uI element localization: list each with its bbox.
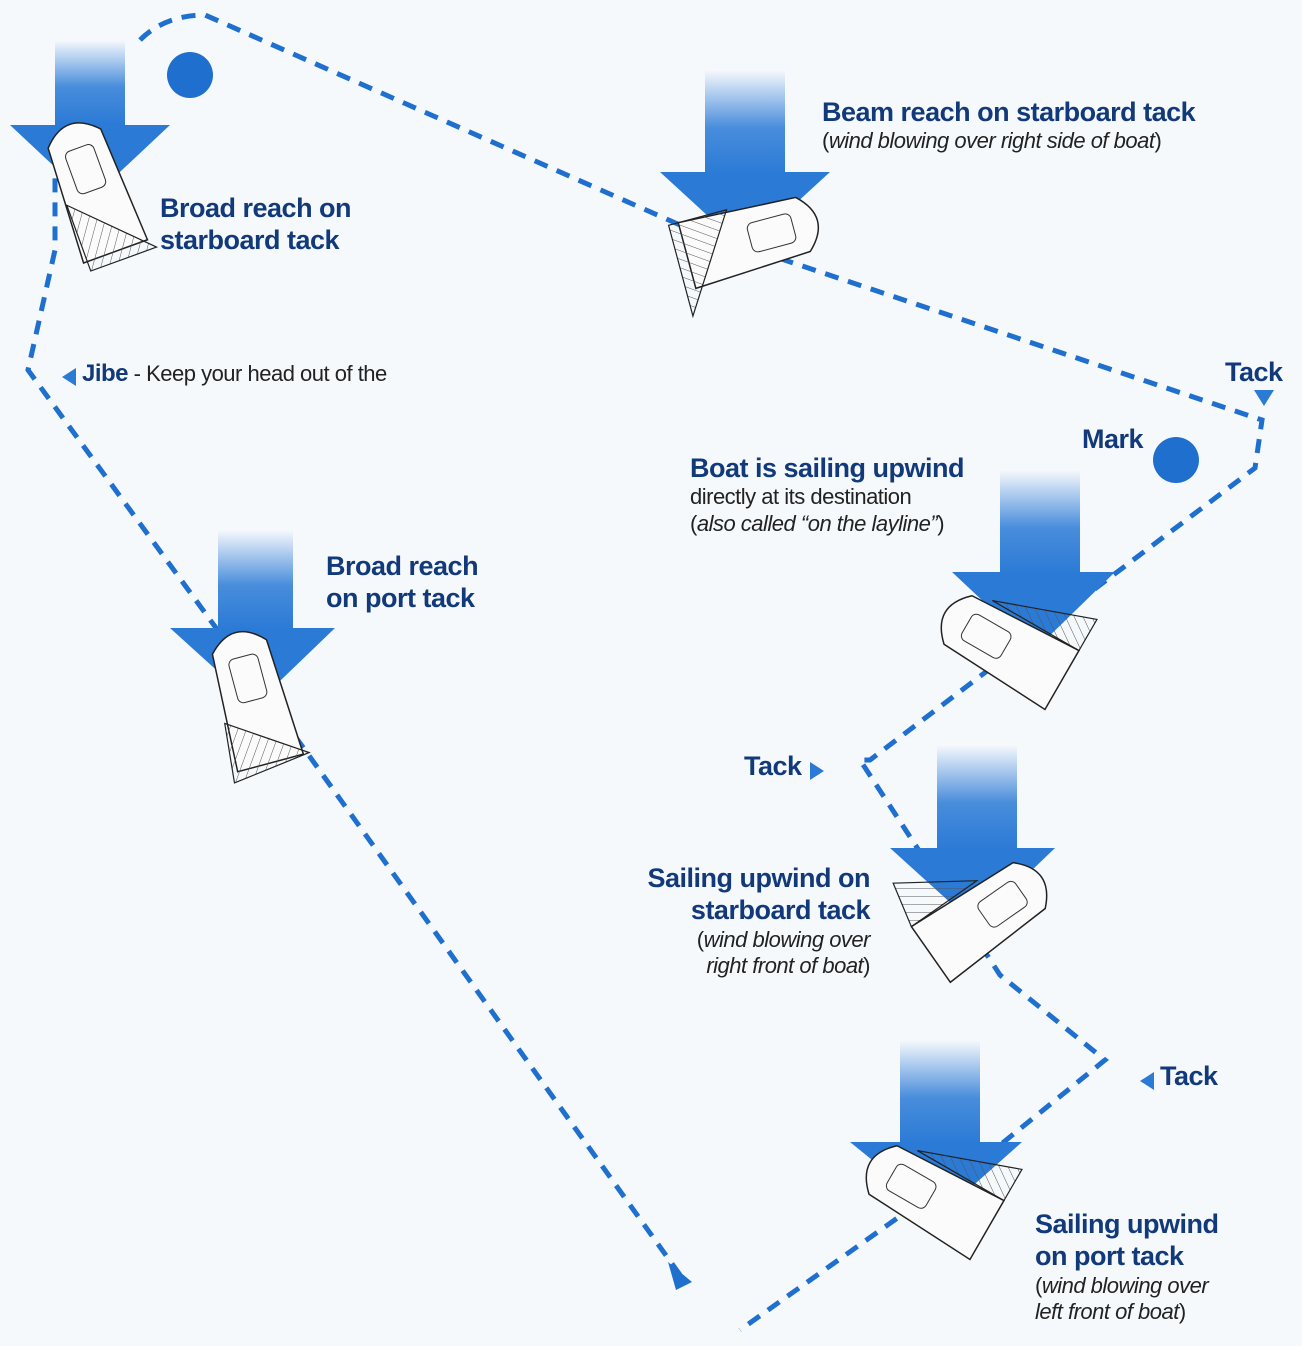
mark-buoy-icon [1153,437,1199,483]
upwind-starboard-label: Sailing upwind on starboard tack (wind b… [647,863,871,979]
mark-label: Mark [1082,424,1144,454]
sailboat-icon [892,861,1048,984]
beam-reach-starboard-label: Beam reach on starboard tack (wind blowi… [822,97,1196,154]
direction-triangle-icon [809,761,824,780]
tack-top-right-label: Tack [1225,356,1283,408]
tack-middle-label: Tack [744,750,824,782]
course-end-arrow [668,1262,692,1290]
direction-triangle-icon [62,367,76,386]
jibe-label: Jibe - Keep your head out of the [62,360,387,389]
direction-triangle-icon [1253,390,1274,407]
broad-reach-starboard-label: Broad reach on starboard tack [160,193,352,256]
sailboat-icon [865,1144,1023,1261]
upwind-port-label: Sailing upwind on port tack (wind blowin… [1035,1209,1219,1325]
direction-triangle-icon [1140,1071,1154,1090]
sailboat-icon [211,631,311,784]
upwind-layline-label: Boat is sailing upwind directly at its d… [690,453,965,536]
broad-reach-port-label: Broad reach on port tack [326,551,479,614]
sailboat-icon [940,594,1098,711]
sailboat-icon [47,122,159,272]
tack-lower-right-label: Tack [1140,1060,1218,1092]
sailboat-icon [667,196,819,319]
start-mark [167,52,213,98]
